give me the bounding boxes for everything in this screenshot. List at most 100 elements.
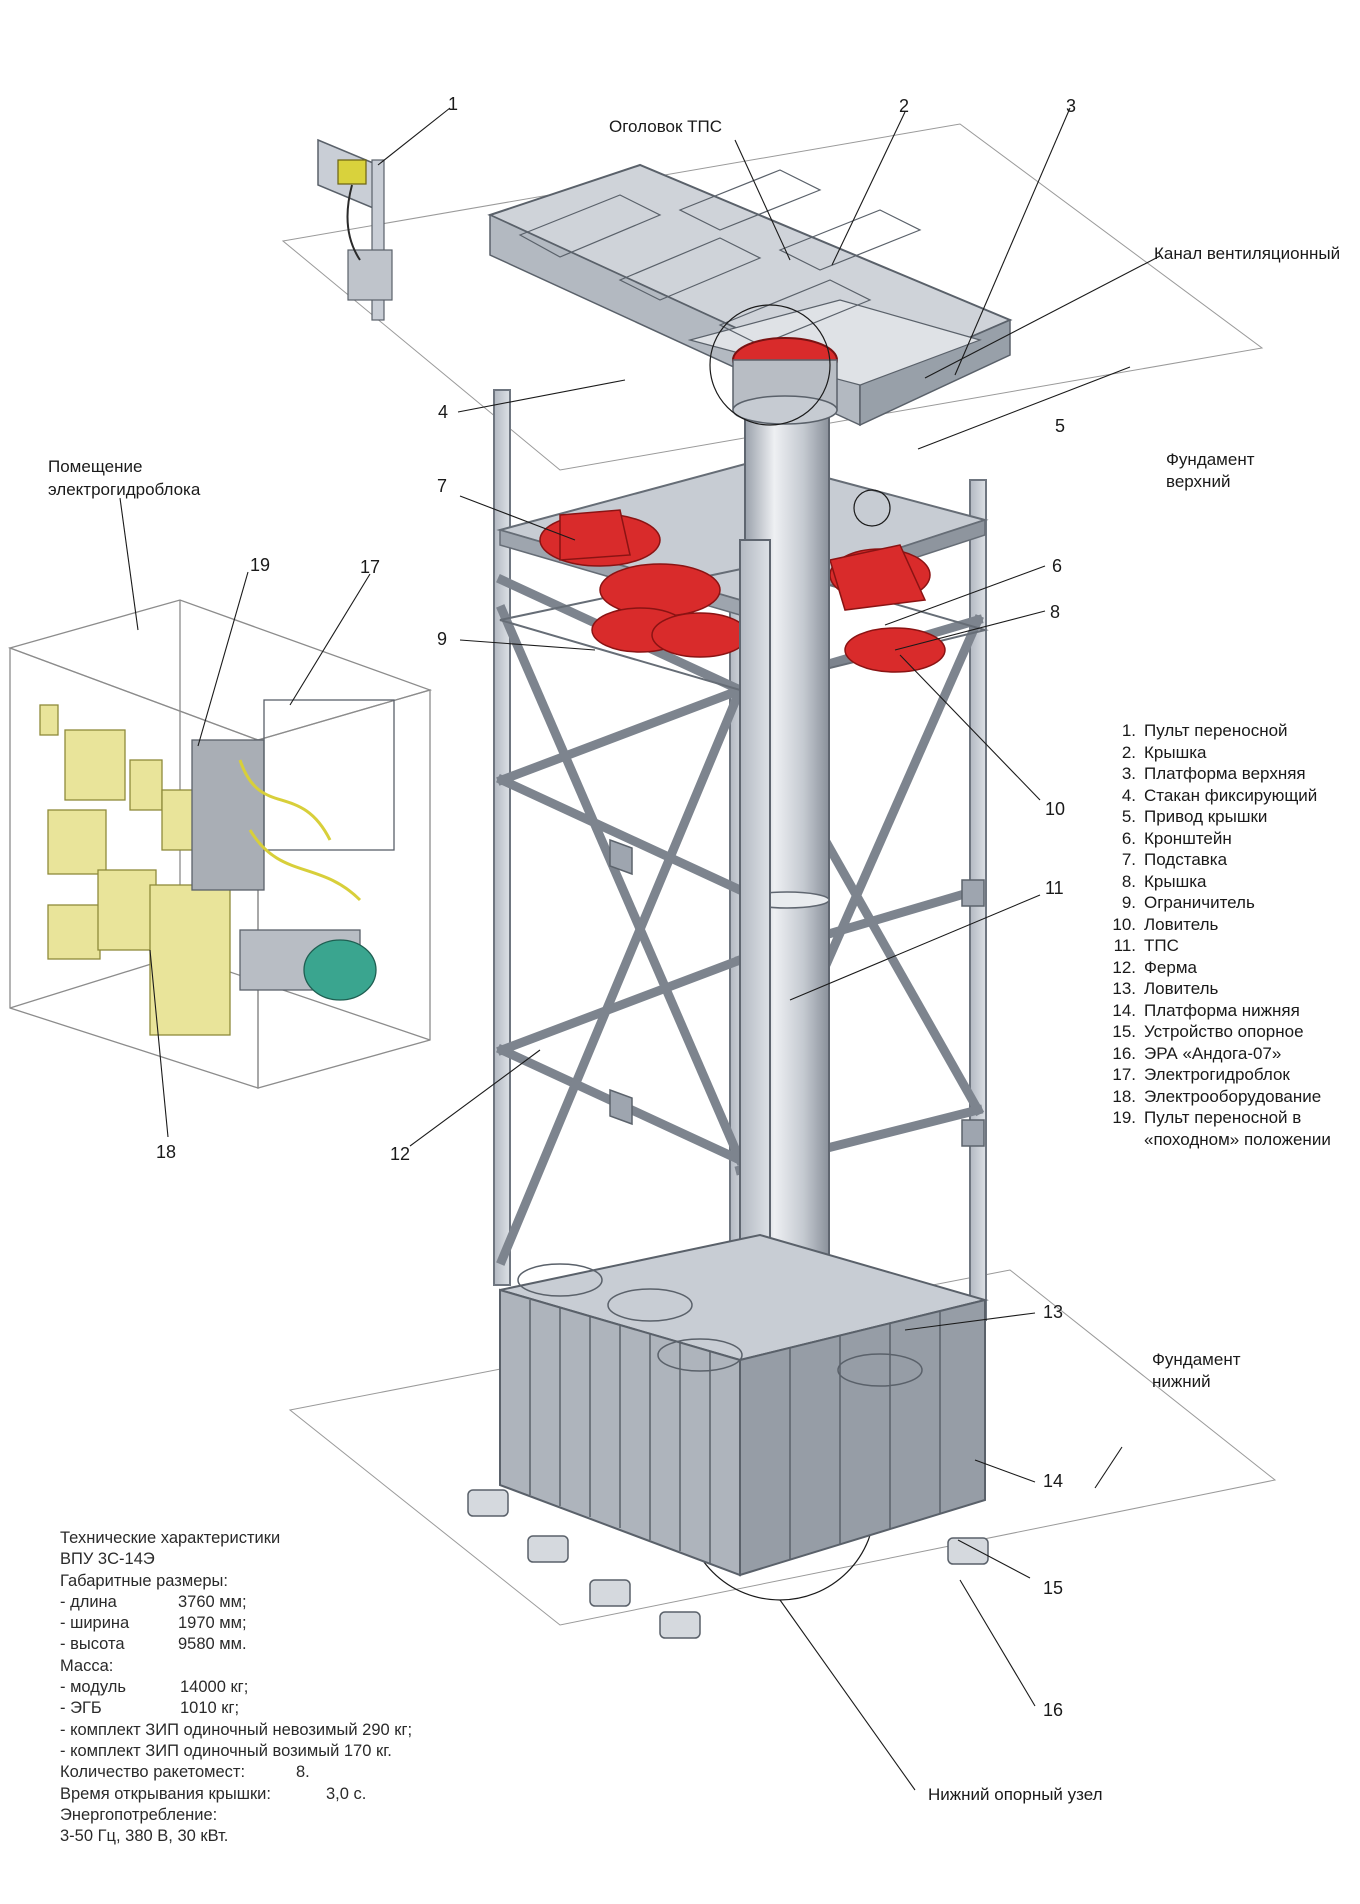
label-fund-bot-2: нижний <box>1152 1372 1211 1391</box>
upper-foundation-plane <box>281 123 1264 471</box>
legend-number: 14. <box>1112 1000 1136 1020</box>
open-time-key: Время открывания крышки: <box>60 1784 271 1803</box>
legend-item: 8.Крышка <box>1100 871 1350 893</box>
support-feet <box>467 1489 989 1639</box>
legend-text: Платформа нижняя <box>1144 1000 1300 1020</box>
label-ogolovok: Оголовок ТПС <box>609 117 722 136</box>
legend-item: 6. Кронштейн <box>1100 828 1350 850</box>
legend-number: 17. <box>1112 1065 1136 1084</box>
legend-number: 13. <box>1112 979 1136 998</box>
dim-height-value: 9580 мм. <box>178 1635 247 1654</box>
legend-item: 17.Электрогидроблок <box>1100 1064 1350 1086</box>
callout-8: 8 <box>1050 602 1060 622</box>
legend-number: 16. <box>1112 1043 1136 1063</box>
legend-text: Крышка <box>1144 871 1207 891</box>
callout-2: 2 <box>899 96 909 116</box>
zip-1: - комплект ЗИП одиночный невозимый 290 к… <box>60 1720 413 1739</box>
legend-text: ТПС <box>1144 936 1179 955</box>
legend-number: 7. <box>1121 850 1136 869</box>
legend-item: 1.Пульт переносной <box>1100 720 1350 742</box>
legend-item: 15.Устройство опорное <box>1100 1021 1350 1043</box>
label-pomesh-1: Помещение <box>48 457 142 476</box>
specs-title-2: ВПУ 3С-14Э <box>60 1550 155 1569</box>
legend-text: Пульт переносной в <box>1144 1108 1302 1127</box>
legend-item: 9. Ограничитель <box>1100 892 1350 914</box>
label-nizhniy: Нижний опорный узел <box>928 1785 1103 1804</box>
legend-number: 6. <box>1121 828 1136 848</box>
dim-height-key: - высота <box>60 1635 125 1654</box>
legend-text: Электрооборудование <box>1144 1086 1322 1106</box>
named-labels: Оголовок ТПС Канал вентиляционный Фундам… <box>48 117 1340 1804</box>
callout-12: 12 <box>390 1144 410 1164</box>
legend-item: 10. Ловитель <box>1100 914 1350 936</box>
legend-text: Устройство опорное <box>1144 1022 1304 1041</box>
callout-13: 13 <box>1043 1302 1063 1322</box>
tps-head-red <box>732 337 838 425</box>
power-header: Энергопотребление: <box>60 1805 218 1824</box>
mass-module-value: 14000 кг; <box>180 1678 249 1697</box>
mass-egb-key: - ЭГБ <box>60 1699 102 1718</box>
legend-text: Ограничитель <box>1144 893 1255 912</box>
mass-egb-value: 1010 кг; <box>180 1699 240 1718</box>
callout-7: 7 <box>437 476 447 496</box>
legend-text: Ловитель <box>1144 914 1219 934</box>
legend-item: «походном» положении <box>1100 1129 1350 1151</box>
dim-width-key: - ширина <box>60 1614 130 1633</box>
legend-number: 18. <box>1112 1086 1136 1106</box>
leader-lines <box>119 107 1161 1791</box>
red-catchers <box>539 509 946 673</box>
legend-item: 3. Платформа верхняя <box>1100 763 1350 785</box>
label-fund-bot-1: Фундамент <box>1152 1350 1241 1369</box>
label-fund-top-1: Фундамент <box>1166 450 1255 469</box>
legend-text: Привод крышки <box>1144 807 1268 826</box>
legend-text: Подставка <box>1144 850 1228 869</box>
tech-specs: Технические характеристики ВПУ 3С-14Э Га… <box>60 1528 580 1847</box>
legend-number: 19. <box>1112 1108 1136 1127</box>
callout-11: 11 <box>1045 878 1064 898</box>
legend-number: 2. <box>1121 742 1136 762</box>
power-value: 3-50 Гц, 380 В, 30 кВт. <box>60 1827 229 1846</box>
callout-6: 6 <box>1052 556 1062 576</box>
rockets-value: 8. <box>296 1763 310 1782</box>
truss-gusset-plates <box>609 838 985 1147</box>
callout-16: 16 <box>1043 1700 1063 1720</box>
legend-number: 9. <box>1121 893 1136 912</box>
legend-text: Платформа верхняя <box>1144 764 1306 783</box>
label-pomesh-2: электрогидроблока <box>48 480 201 499</box>
legend-number: 4. <box>1121 785 1136 805</box>
legend-item: 7. Подставка <box>1100 849 1350 871</box>
specs-title-1: Технические характеристики <box>60 1529 281 1547</box>
legend-item: 12.Ферма <box>1100 957 1350 979</box>
callout-1: 1 <box>448 94 458 114</box>
legend-text: Стакан фиксирующий <box>1144 785 1318 805</box>
callout-14: 14 <box>1043 1471 1063 1491</box>
rockets-key: Количество ракетомест: <box>60 1763 246 1782</box>
legend-item: 18. Электрооборудование <box>1100 1086 1350 1108</box>
legend-number: 12. <box>1112 957 1136 977</box>
legend-number: 10. <box>1112 914 1136 934</box>
callout-5: 5 <box>1055 416 1065 436</box>
legend-text: Крышка <box>1144 742 1207 762</box>
dims-header: Габаритные размеры: <box>60 1571 228 1590</box>
legend-item: 14. Платформа нижняя <box>1100 1000 1350 1022</box>
portable-control-panel <box>317 138 393 321</box>
legend-item: 2. Крышка <box>1100 742 1350 764</box>
legend-number: 3. <box>1121 764 1136 783</box>
callout-numbers: 1 2 3 4 5 6 7 8 9 10 11 12 13 14 15 16 1… <box>156 94 1076 1720</box>
callout-15: 15 <box>1043 1578 1063 1598</box>
callout-19: 19 <box>250 555 270 575</box>
zip-2: - комплект ЗИП одиночный возимый 170 кг. <box>60 1741 392 1760</box>
legend-item: 5. Привод крышки <box>1100 806 1350 828</box>
legend-item: 11.ТПС <box>1100 935 1350 957</box>
legend-text: ЭРА «Андога-07» <box>1144 1043 1282 1063</box>
callout-18: 18 <box>156 1142 176 1162</box>
callout-10: 10 <box>1045 799 1065 819</box>
legend-item: 16. ЭРА «Андога-07» <box>1100 1043 1350 1065</box>
lower-platform <box>499 1233 989 1577</box>
legend-number: 5. <box>1121 807 1136 826</box>
legend-number: 1. <box>1121 721 1136 740</box>
dim-width-value: 1970 мм; <box>178 1614 247 1633</box>
legend-text: Кронштейн <box>1144 828 1232 848</box>
ehb-hydraulic-unit <box>191 699 395 1001</box>
